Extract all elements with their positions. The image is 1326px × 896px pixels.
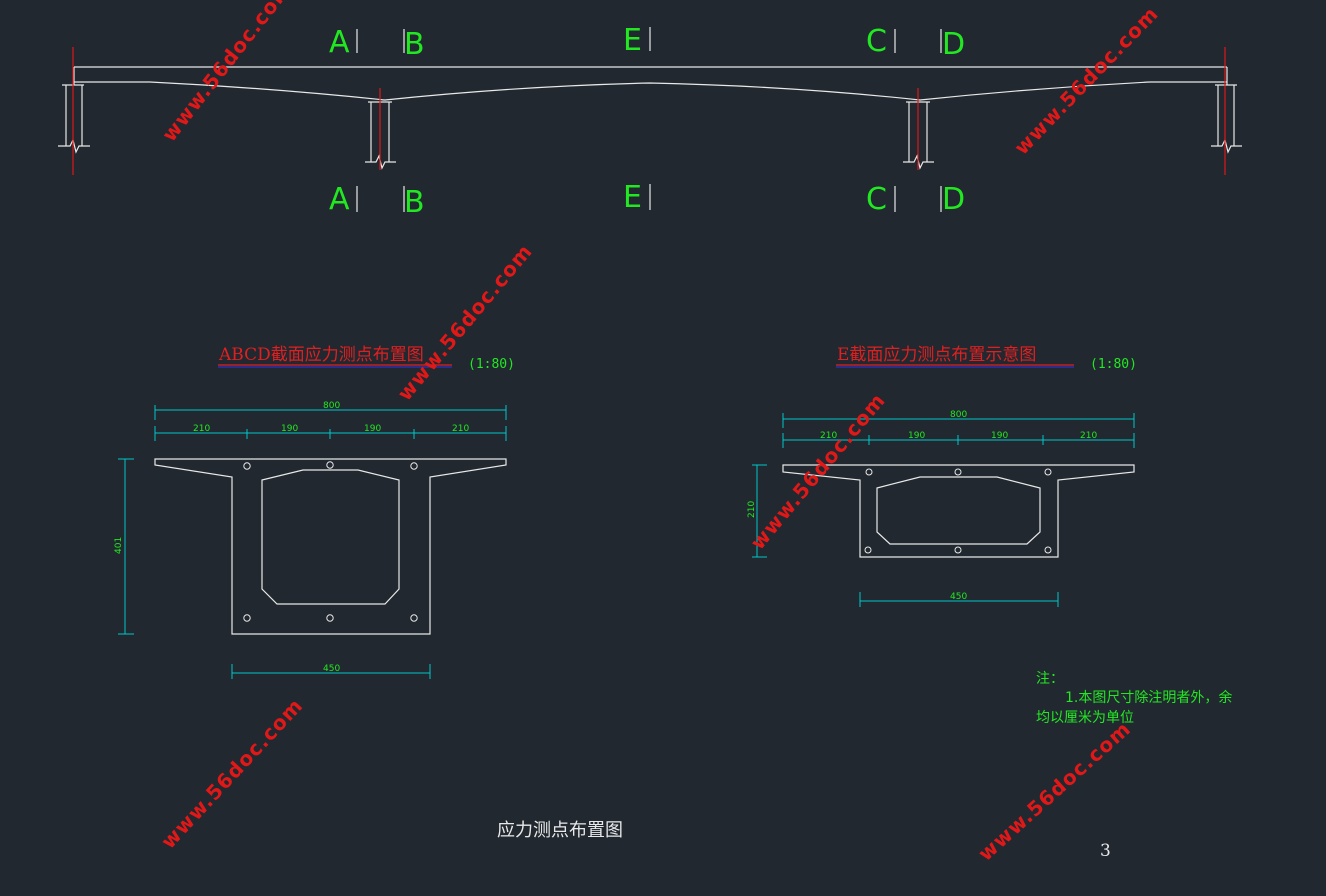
stress-gauge-point xyxy=(954,546,962,554)
section-abcd-scale: (1:80) xyxy=(468,357,515,372)
stress-gauge-point xyxy=(1044,468,1052,476)
stress-gauge-point xyxy=(410,614,418,622)
section-label-a-bottom: A xyxy=(329,182,350,217)
pier-left-end xyxy=(58,84,90,154)
dim-segment-4: 210 xyxy=(1080,431,1097,441)
section-label-c-top: C xyxy=(866,24,887,59)
notes-line-2: 均以厘米为单位 xyxy=(1036,710,1134,726)
stress-gauge-point xyxy=(410,462,418,470)
section-label-b-bottom: B xyxy=(404,185,425,220)
stress-gauge-point xyxy=(326,614,334,622)
stress-gauge-point xyxy=(1044,546,1052,554)
watermark-logo: www.56doc.com xyxy=(156,693,308,853)
dim-segment-1: 210 xyxy=(193,424,210,434)
dim-segment-4: 210 xyxy=(452,424,469,434)
dim-overall-width: 800 xyxy=(323,401,340,411)
stress-gauge-point xyxy=(865,468,873,476)
dim-bottom-width: 450 xyxy=(323,664,340,674)
watermark-logo: www.56doc.com xyxy=(157,0,297,146)
section-label-d-bottom: D xyxy=(942,182,965,217)
notes-label: 注： xyxy=(1036,671,1064,687)
section-label-e-bottom: E xyxy=(623,180,642,215)
box-girder-outline xyxy=(154,458,507,635)
pier-right-end xyxy=(1211,84,1242,154)
dim-segment-2: 190 xyxy=(908,431,925,441)
section-label-e-top: E xyxy=(623,23,642,58)
section-label-a-top: A xyxy=(329,25,350,60)
stress-gauge-point xyxy=(243,462,251,470)
notes-line-1: 1.本图尺寸除注明者外，余 xyxy=(1065,689,1232,706)
sheet-title: 应力测点布置图 xyxy=(497,820,623,841)
stress-gauge-point xyxy=(326,461,334,469)
stress-gauge-point xyxy=(243,614,251,622)
section-e-scale: (1:80) xyxy=(1090,357,1137,372)
notes-block: 注： 1.本图尺寸除注明者外，余 均以厘米为单位 xyxy=(1036,671,1232,726)
box-girder-outline xyxy=(782,464,1135,558)
section-label-d-top: D xyxy=(942,27,965,62)
dim-bottom-width: 450 xyxy=(950,592,967,602)
box-girder-cell xyxy=(876,476,1041,545)
dim-segment-3: 190 xyxy=(991,431,1008,441)
dim-height: 210 xyxy=(747,501,757,518)
section-label-b-top: B xyxy=(404,27,425,62)
dim-height: 401 xyxy=(114,537,124,554)
stress-gauge-point xyxy=(954,468,962,476)
page-number: 3 xyxy=(1100,841,1111,861)
box-girder-cell xyxy=(261,469,400,605)
section-e: E截面应力测点布置示意图 (1:80) 800 210 190 190 210 xyxy=(747,345,1137,607)
dim-overall-width: 800 xyxy=(950,410,967,420)
stress-gauge-point xyxy=(864,546,872,554)
section-label-c-bottom: C xyxy=(866,182,887,217)
dim-segment-2: 190 xyxy=(281,424,298,434)
dim-segment-1: 210 xyxy=(820,431,837,441)
section-e-title: E截面应力测点布置示意图 xyxy=(837,345,1036,365)
watermark-logo: www.56doc.com xyxy=(745,388,890,554)
section-abcd-title: ABCD截面应力测点布置图 xyxy=(218,345,424,365)
watermark-logo: www.56doc.com xyxy=(1009,1,1163,159)
watermark-logo: www.56doc.com xyxy=(392,239,537,405)
watermark-logo: www.56doc.com xyxy=(973,716,1135,865)
bridge-elevation: A B E C D A B E C D xyxy=(58,23,1242,220)
dim-segment-3: 190 xyxy=(364,424,381,434)
section-abcd: ABCD截面应力测点布置图 (1:80) 800 210 190 190 210 xyxy=(114,345,515,679)
